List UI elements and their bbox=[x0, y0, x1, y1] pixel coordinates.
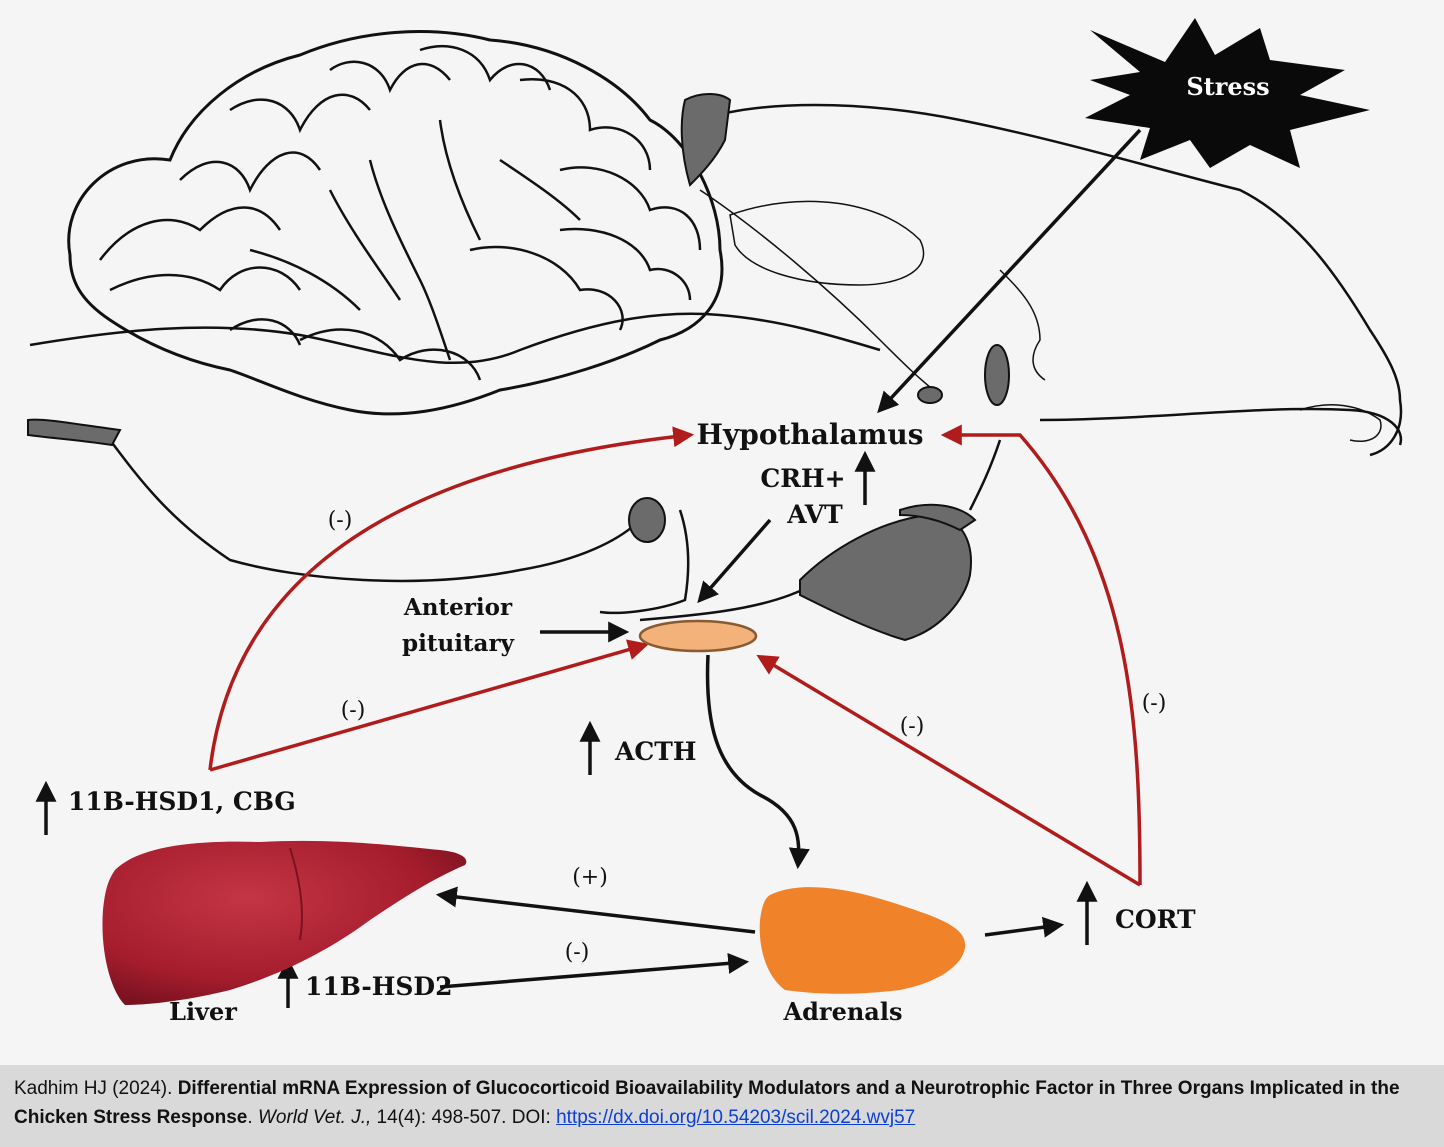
hypothalamus-label: Hypothalamus bbox=[697, 418, 924, 451]
stress-label: Stress bbox=[1186, 72, 1269, 101]
liver-label: Liver bbox=[169, 997, 237, 1026]
crh-to-pituitary-arrow bbox=[697, 518, 772, 604]
liver-organ bbox=[102, 840, 467, 1005]
caption-volume: 14(4): 498-507. DOI: bbox=[371, 1107, 557, 1128]
diagram-canvas: Stress Hypothalamus CRH+ AVT Anterior pi… bbox=[27, 18, 1403, 1026]
cort-to-hypothalamus-feedback bbox=[940, 424, 1142, 886]
cort-to-pituitary-feedback bbox=[756, 654, 1141, 887]
signal-arrows bbox=[35, 128, 1142, 1008]
brain-gray-regions bbox=[27, 93, 1010, 642]
neg-sign-liver-adrenals: (-) bbox=[565, 940, 590, 965]
feedback-arrows bbox=[208, 424, 1142, 887]
caption-authors: Kadhim HJ (2024). bbox=[14, 1078, 178, 1099]
stress-to-hypothalamus-arrow bbox=[877, 128, 1142, 414]
doi-link[interactable]: https://dx.doi.org/10.54203/scil.2024.wv… bbox=[556, 1107, 916, 1128]
neg-sign-liver-pituitary: (-) bbox=[341, 698, 366, 723]
neg-sign-cort-pituitary: (-) bbox=[900, 714, 925, 739]
hsd1-cbg-label: 11B-HSD1, CBG bbox=[68, 787, 296, 816]
pituitary-to-adrenals-arrow bbox=[705, 654, 810, 870]
pos-sign-adrenals-liver: (+) bbox=[572, 865, 608, 890]
citation-caption: Kadhim HJ (2024). Differential mRNA Expr… bbox=[0, 1065, 1444, 1147]
neg-sign-liver-hypothalamus: (-) bbox=[328, 508, 353, 533]
hsd2-label: 11B-HSD2 bbox=[305, 972, 453, 1001]
avt-label: AVT bbox=[786, 500, 843, 529]
caption-journal: World Vet. J., bbox=[257, 1107, 372, 1128]
caption-dot: . bbox=[247, 1107, 258, 1128]
adrenals-label: Adrenals bbox=[783, 997, 903, 1026]
pituitary-gland bbox=[638, 619, 758, 653]
adrenals-to-cort-arrow bbox=[984, 916, 1065, 938]
liver-to-adrenals-arrow bbox=[439, 952, 750, 989]
liver-lobe-line bbox=[289, 847, 303, 941]
liver-to-pituitary-feedback bbox=[209, 639, 650, 772]
anterior-label: Anterior bbox=[403, 594, 513, 621]
neg-sign-cort-hypothalamus: (-) bbox=[1142, 691, 1167, 716]
liver-to-hypothalamus-feedback bbox=[208, 426, 695, 771]
adrenal-gland bbox=[759, 887, 966, 994]
acth-label: ACTH bbox=[614, 737, 697, 766]
caption-title: Differential mRNA Expression of Glucocor… bbox=[14, 1078, 1400, 1128]
stress-burst: Stress bbox=[1085, 18, 1370, 168]
crh-label: CRH+ bbox=[760, 464, 845, 493]
pituitary-label: pituitary bbox=[402, 630, 515, 657]
cort-label: CORT bbox=[1115, 905, 1196, 934]
stress-axis-diagram: Stress Hypothalamus CRH+ AVT Anterior pi… bbox=[27, 18, 1403, 1026]
adrenals-to-liver-arrow bbox=[435, 886, 756, 934]
